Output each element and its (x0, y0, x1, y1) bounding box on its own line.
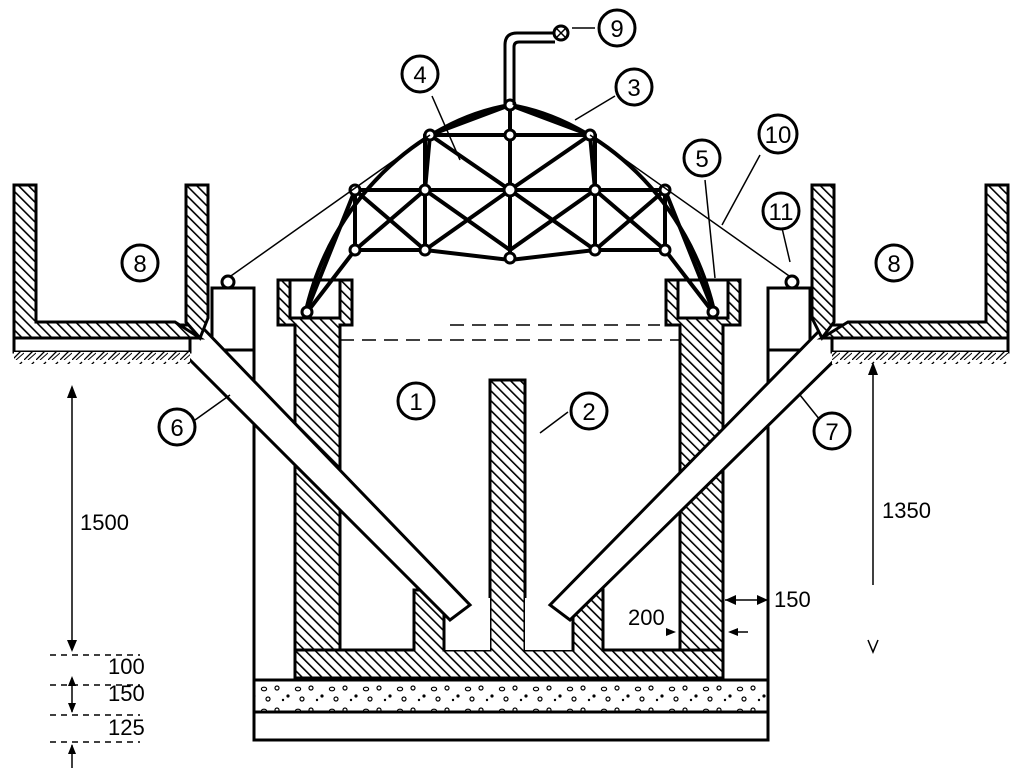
callout-1: 1 (396, 381, 436, 421)
svg-text:8: 8 (133, 251, 146, 278)
callout-4: 4 (400, 54, 440, 94)
left-ground (14, 352, 190, 364)
right-support-block (766, 286, 812, 352)
callout-7: 7 (812, 411, 852, 451)
svg-text:2: 2 (582, 399, 595, 426)
dimensions: 1500 100 150 125 1350 150 200 (50, 362, 931, 768)
slurry-level (340, 324, 680, 341)
svg-text:125: 125 (108, 715, 145, 740)
svg-text:1: 1 (409, 389, 422, 416)
callout-8-right: 8 (874, 243, 914, 283)
right-hook (784, 274, 800, 290)
callout-9: 9 (597, 8, 637, 48)
left-hook (220, 274, 236, 290)
svg-text:9: 9 (610, 16, 623, 43)
svg-text:100: 100 (108, 654, 145, 679)
gas-holder-dome (300, 98, 720, 319)
left-support-block (210, 286, 256, 352)
right-ground (832, 352, 1008, 364)
callout-6: 6 (157, 407, 197, 447)
callout-10: 10 (757, 113, 799, 155)
svg-text:1350: 1350 (882, 498, 931, 523)
svg-text:7: 7 (825, 419, 838, 446)
feed-tanks (12, 183, 1010, 364)
svg-text:1500: 1500 (80, 510, 129, 535)
callout-5: 5 (682, 138, 722, 178)
anchor-cables (220, 134, 800, 290)
foundation (252, 678, 770, 742)
svg-text:10: 10 (765, 122, 792, 149)
callout-8-left: 8 (120, 243, 160, 283)
svg-text:6: 6 (170, 415, 183, 442)
svg-text:4: 4 (413, 62, 426, 89)
svg-text:200: 200 (628, 605, 665, 630)
svg-text:150: 150 (108, 681, 145, 706)
svg-text:8: 8 (887, 251, 900, 278)
leader-lines (194, 27, 821, 434)
left-feed-tank (12, 183, 206, 340)
callout-11: 11 (761, 191, 801, 231)
svg-text:11: 11 (769, 199, 794, 226)
callout-3: 3 (614, 67, 654, 107)
bottom-slab (252, 710, 770, 742)
gas-outlet (503, 24, 570, 105)
svg-text:3: 3 (627, 75, 640, 102)
right-feed-tank (816, 183, 1010, 340)
callouts: 1 2 3 4 5 6 7 8 (120, 8, 914, 451)
svg-text:5: 5 (695, 146, 708, 173)
gravel-layer (252, 678, 770, 714)
callout-2: 2 (569, 391, 609, 431)
svg-text:150: 150 (774, 587, 811, 612)
